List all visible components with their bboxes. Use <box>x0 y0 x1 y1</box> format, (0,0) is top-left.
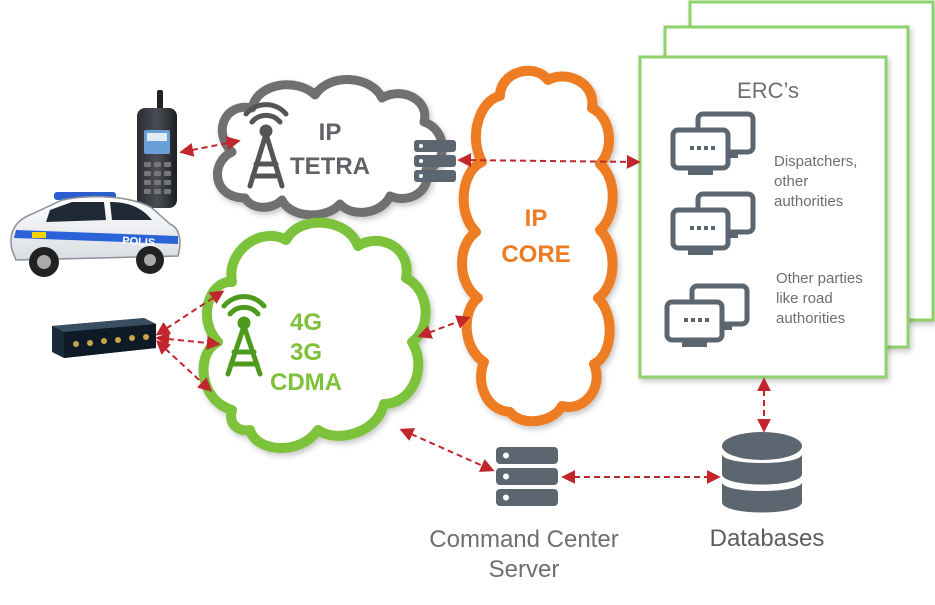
database-icon <box>722 432 802 513</box>
tetra-cloud-label-2: TETRA <box>290 153 370 180</box>
mobile-cloud-label-3: CDMA <box>270 369 342 396</box>
erc-group-3-line-2: like road <box>776 290 833 307</box>
monitor-icon <box>664 283 750 347</box>
tetra-cloud-label-1: IP <box>319 119 342 146</box>
tetra-cloud: IP TETRA <box>213 75 447 220</box>
ip-core-cloud: IP CORE <box>457 65 618 427</box>
erc-group-3-line-3: authorities <box>776 310 845 327</box>
police-car-text: POLIS <box>122 235 156 249</box>
handheld-radio <box>137 90 177 208</box>
ip-core-label-1: IP <box>525 205 548 232</box>
police-car: POLIS <box>10 192 181 277</box>
ip-core-label-2: CORE <box>501 241 570 268</box>
arrow-modem-mobile-bottom <box>155 340 213 392</box>
command-center-label-1: Command Center <box>429 526 618 553</box>
tower-icon <box>221 294 267 377</box>
tetra-cloud-shape <box>213 75 447 220</box>
mobile-cloud-label-2: 3G <box>290 339 322 366</box>
erc-group-1-line-2: other <box>774 173 808 190</box>
vehicle-modem-box <box>52 318 156 358</box>
arrow-mobile-core <box>417 315 471 339</box>
monitor-icon <box>670 191 756 255</box>
monitor-icon <box>670 111 756 175</box>
erc-group-1-line-1: Dispatchers, <box>774 153 857 170</box>
server-icon <box>414 140 456 182</box>
tower-icon <box>243 102 289 189</box>
mobile-cloud-label-1: 4G <box>290 309 322 336</box>
arrow-modem-mobile-mid <box>155 332 221 350</box>
arrow-mobile-command-center <box>399 428 495 472</box>
command-center-label-2: Server <box>489 556 560 583</box>
arrow-modem-mobile-top <box>155 290 225 336</box>
connection-arrows <box>155 136 771 484</box>
mobile-network-cloud: 4G 3G CDMA <box>198 217 431 453</box>
erc-title: ERC’s <box>737 78 799 103</box>
erc-group-3-line-1: Other parties <box>776 270 863 287</box>
erc-panel-stack: ERC’s Dispatchers, other authorities Oth… <box>638 0 935 379</box>
erc-group-1-line-3: authorities <box>774 193 843 210</box>
command-center-server-icon <box>496 447 558 506</box>
databases-label: Databases <box>710 525 825 552</box>
